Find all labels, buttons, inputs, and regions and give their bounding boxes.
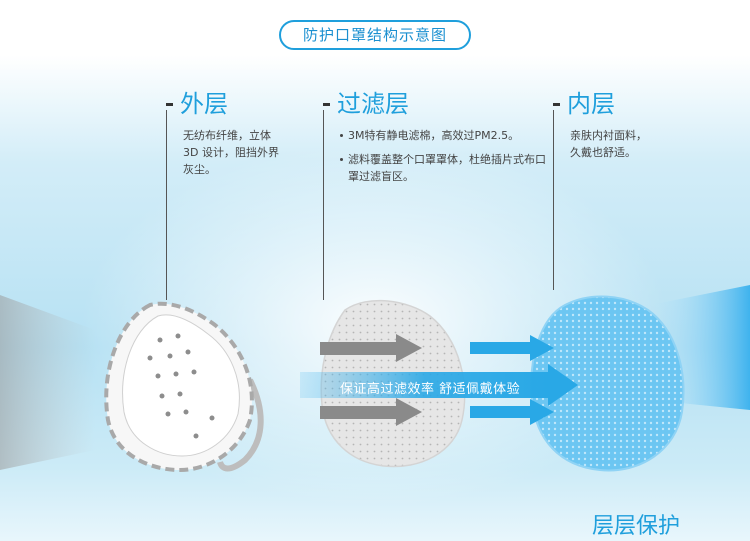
blue-arrows	[470, 335, 554, 425]
filter-layer-tick	[323, 103, 330, 106]
filter-layer-description: 3M特有静电滤棉，高效过PM2.5。 滤料覆盖整个口罩罩体，杜绝插片式布口罩过滤…	[340, 127, 550, 192]
gray-arrows	[320, 334, 422, 426]
page-title: 防护口罩结构示意图	[279, 20, 471, 50]
inner-layer-tick	[553, 103, 560, 106]
filter-layer-line	[323, 110, 324, 300]
inflow-shadow	[0, 295, 95, 470]
outer-layer-line-2: 3D 设计，阻挡外界	[183, 146, 279, 159]
outer-layer-line-3: 灰尘。	[183, 163, 216, 176]
outer-layer-description: 无纺布纤维，立体 3D 设计，阻挡外界 灰尘。	[183, 127, 279, 178]
outer-layer-heading: 外层	[180, 90, 228, 118]
footer-title: 层层保护	[592, 514, 681, 539]
inner-layer-heading: 内层	[567, 90, 615, 118]
outer-layer-mask	[104, 301, 264, 473]
filter-layer-bullet-2: 滤料覆盖整个口罩罩体，杜绝插片式布口罩过滤盲区。	[340, 151, 550, 185]
filter-layer-heading: 过滤层	[337, 90, 409, 118]
inner-layer-line-1: 亲肤内衬面料，	[570, 129, 647, 142]
inner-layer-description: 亲肤内衬面料， 久戴也舒适。	[570, 127, 647, 161]
filter-layer-bullet-1: 3M特有静电滤棉，高效过PM2.5。	[340, 127, 550, 144]
outer-layer-tick	[166, 103, 173, 106]
outer-layer-line-1: 无纺布纤维，立体	[183, 129, 271, 142]
outer-layer-line	[166, 110, 167, 300]
flow-caption: 保证高过滤效率 舒适佩戴体验	[340, 382, 521, 397]
flow-band-arrowhead	[548, 364, 578, 406]
inner-layer-line	[553, 110, 554, 290]
inner-layer-line-2: 久戴也舒适。	[570, 146, 636, 159]
flow-band	[300, 372, 550, 398]
